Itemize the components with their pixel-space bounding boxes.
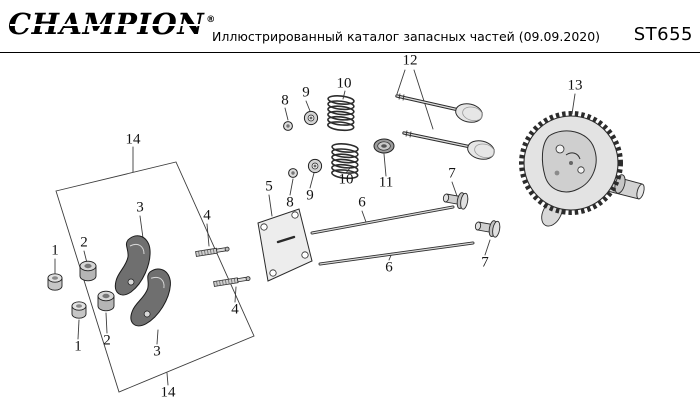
nut-part-1b [71,301,87,319]
nut-part-1a [47,273,63,291]
pivot-part-2a [79,260,97,282]
tappet-part-7a [442,192,469,210]
rocker-arm-part-3a [114,235,151,296]
valve-spring-part-10b [331,142,359,180]
rocker-arm-part-3b [130,268,171,327]
model-number: ST655 [633,24,693,45]
logo-text: CHAMPION [8,7,205,41]
pushrod-part-6a [310,205,455,235]
champion-logo: CHAMPION® [8,10,216,39]
stud-part-4b [213,276,251,287]
header-divider [0,52,700,53]
valve-seal-part-11 [373,138,395,154]
spring-retainer-part-9b [307,158,323,174]
tappet-part-7b [474,220,501,238]
pivot-part-2b [97,290,115,312]
spring-retainer-part-9a [303,110,319,126]
registered-trademark-icon: ® [206,15,216,25]
camshaft-part-13 [519,111,645,227]
valve-spring-part-10a [327,94,355,132]
group-14-outline [55,161,255,393]
leader-lines [54,69,576,386]
catalog-title: Иллюстрированный каталог запасных частей… [212,29,601,44]
valve-part-12b [402,130,495,160]
pushrod-part-6b [318,241,475,266]
stud-part-4a [195,246,230,257]
guide-plate-part-5 [257,208,313,282]
valve-keeper-part-8a [283,121,293,131]
valve-part-12a [395,93,483,123]
valve-keeper-part-8b [288,168,298,178]
